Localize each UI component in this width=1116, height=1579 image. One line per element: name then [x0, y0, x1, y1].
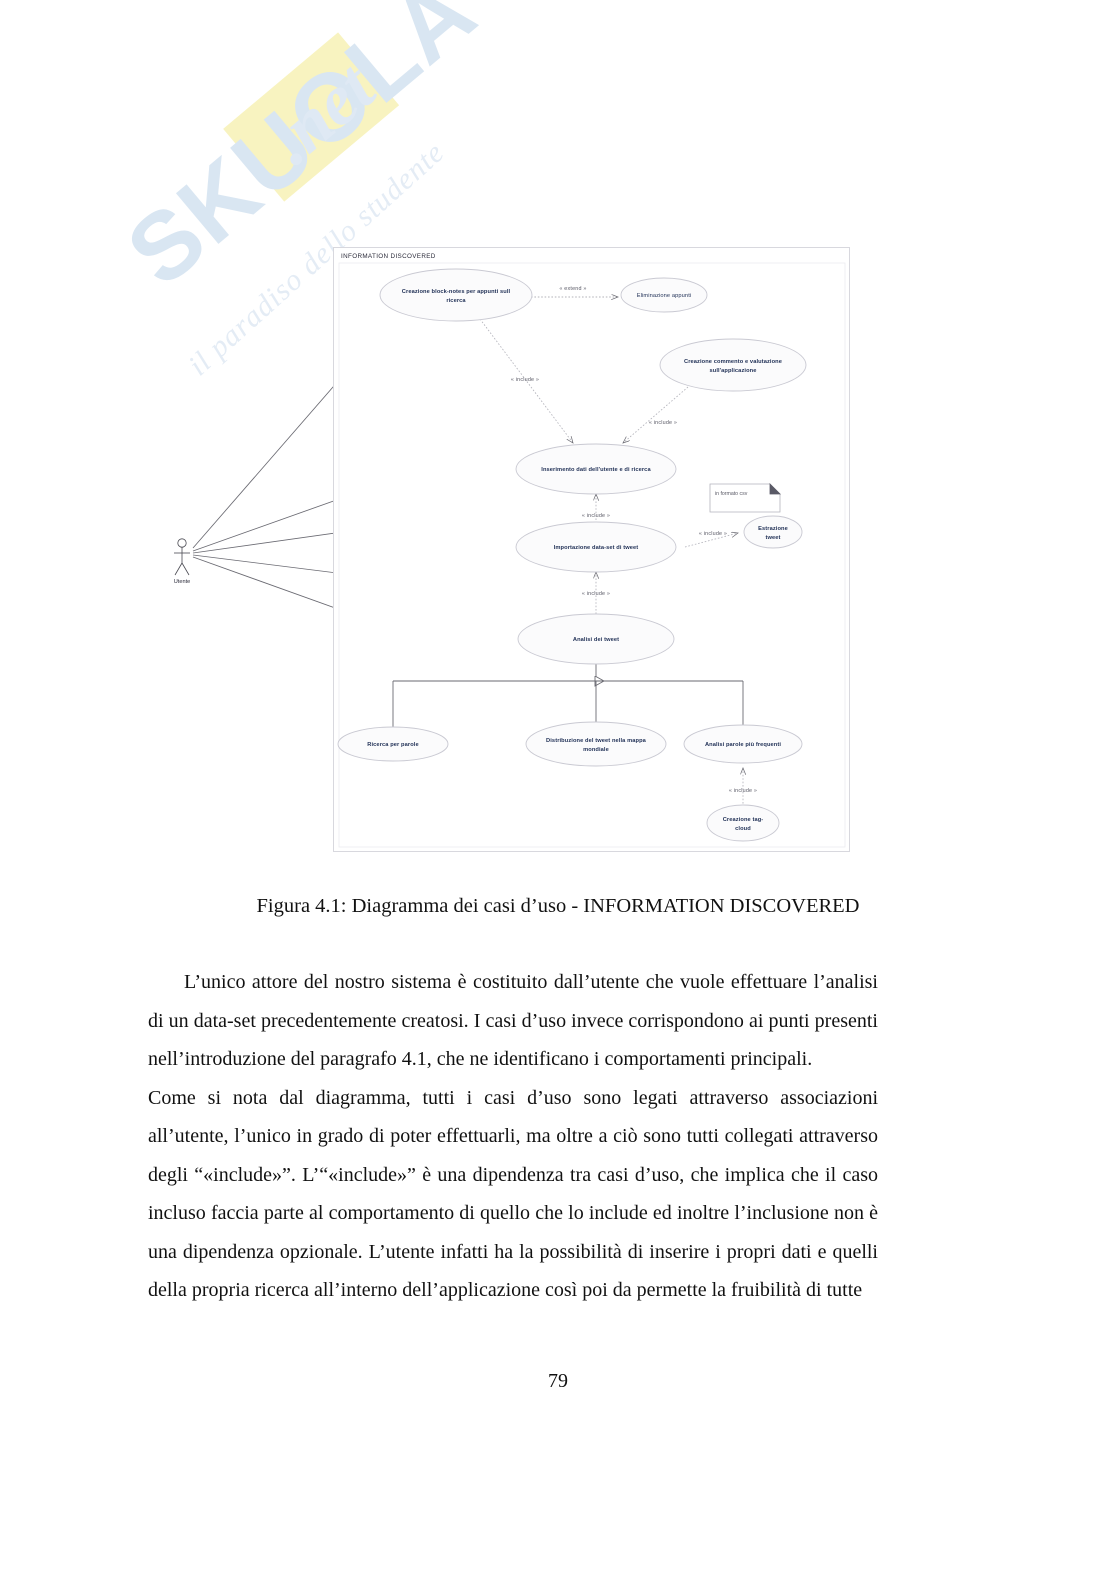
use-case-label-line2: cloud — [735, 826, 751, 832]
uml-use-case-diagram: INFORMATION DISCOVERED in formato csv — [333, 247, 851, 853]
use-case-block-notes[interactable]: Creazione block-notes per appunti sull r… — [379, 268, 533, 322]
diagram-title: INFORMATION DISCOVERED — [341, 253, 436, 260]
use-case-label-line2: sull'applicazione — [710, 368, 757, 374]
stereotype-include-blocknotes: « include » — [511, 377, 539, 383]
stereotype-include-importazione: « include » — [582, 513, 610, 519]
use-case-label-line2: mondiale — [583, 747, 609, 753]
use-case-estrazione-tweet[interactable]: Estrazione tweet — [743, 515, 803, 549]
use-case-label: Estrazione — [758, 526, 788, 532]
note-csv: in formato csv — [709, 483, 781, 513]
uml-actor-group: Utente — [150, 520, 350, 600]
page-number: 79 — [548, 1370, 568, 1392]
stereotype-include-tagcloud: « include » — [729, 788, 757, 794]
use-case-creazione-commento[interactable]: Creazione commento e valutazione sull'ap… — [659, 338, 807, 392]
use-case-distribuzione-mappa[interactable]: Distribuzione del tweet nella mappa mond… — [525, 721, 667, 767]
use-case-analisi-parole-frequenti[interactable]: Analisi parole più frequenti — [683, 724, 803, 764]
actor-label: Utente — [174, 579, 190, 585]
use-case-importazione-dataset[interactable]: Importazione data-set di tweet — [515, 521, 677, 573]
use-case-label: Inserimento dati dell'utente e di ricerc… — [541, 467, 651, 473]
use-case-creazione-tag-cloud[interactable]: Creazione tag- cloud — [706, 804, 780, 842]
generalization-tree — [392, 664, 744, 727]
stereotype-extend-label: « extend » — [559, 286, 586, 292]
use-case-label: Analisi dei tweet — [573, 637, 619, 643]
stereotype-include-commento: « include » — [649, 420, 677, 426]
use-case-label: Analisi parole più frequenti — [705, 742, 781, 748]
use-case-label: Creazione block-notes per appunti sull — [402, 289, 511, 295]
actor-stick-figure — [174, 538, 190, 576]
paragraph-1: L’unico attore del nostro sistema è cost… — [148, 971, 878, 1070]
watermark-highlight — [223, 32, 400, 202]
use-case-ricerca-parole[interactable]: Ricerca per parole — [337, 726, 449, 762]
use-case-inserimento-dati[interactable]: Inserimento dati dell'utente e di ricerc… — [515, 443, 677, 495]
use-case-label: Creazione tag- — [723, 817, 764, 823]
stereotype-include-estrazione: « include » — [699, 531, 727, 537]
note-csv-text: in formato csv — [715, 491, 748, 497]
figure-caption: Figura 4.1: Diagramma dei casi d’uso - I… — [256, 895, 860, 917]
use-case-label-line2: ricerca — [446, 298, 466, 304]
use-case-label: Importazione data-set di tweet — [554, 545, 639, 551]
watermark-suffix: .net — [253, 46, 390, 179]
use-case-label-line2: tweet — [765, 535, 780, 541]
use-case-label: Creazione commento e valutazione — [684, 359, 782, 365]
use-case-label: Eliminazione appunti — [637, 293, 691, 299]
paragraph-2: Come si nota dal diagramma, tutti i casi… — [148, 1086, 878, 1302]
body-text: L’unico attore del nostro sistema è cost… — [148, 963, 878, 1310]
use-case-label: Distribuzione del tweet nella mappa — [546, 738, 647, 744]
use-case-analisi-tweet[interactable]: Analisi dei tweet — [517, 613, 675, 665]
use-case-label: Ricerca per parole — [367, 742, 418, 748]
dependency-include-importazione-estrazione — [684, 533, 738, 548]
stereotype-include-analisi: « include » — [582, 591, 610, 597]
use-case-eliminazione-appunti[interactable]: Eliminazione appunti — [620, 277, 708, 313]
